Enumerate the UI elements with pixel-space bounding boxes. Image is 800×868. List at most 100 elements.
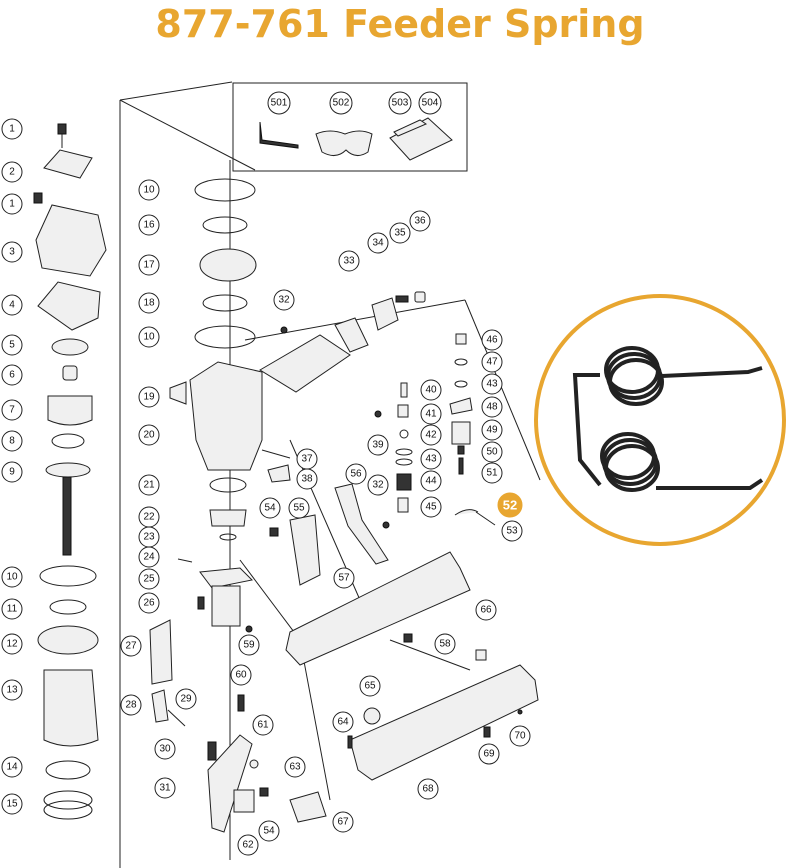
- knob-icon: [363, 707, 381, 725]
- svg-text:46: 46: [486, 335, 498, 346]
- guide-icon: [233, 789, 255, 813]
- handle-icon: [259, 334, 351, 393]
- callout-13: 13: [1, 679, 23, 701]
- callout-41: 41: [420, 403, 442, 425]
- latch-icon: [289, 791, 327, 823]
- callout-32: 32: [273, 289, 295, 311]
- callout-7: 7: [1, 399, 23, 421]
- o-ring-icon: [454, 358, 468, 366]
- trigger-plate-icon: [169, 381, 187, 405]
- svg-text:29: 29: [180, 694, 192, 705]
- svg-text:43: 43: [486, 379, 498, 390]
- svg-text:60: 60: [235, 670, 247, 681]
- callout-30: 30: [154, 738, 176, 760]
- spring-coil-icon: [604, 444, 660, 492]
- svg-text:56: 56: [350, 469, 362, 480]
- feeder-spring-zoom-view: [534, 294, 786, 546]
- o-ring-icon: [45, 760, 91, 780]
- svg-text:44: 44: [425, 476, 437, 487]
- magazine-icon: [285, 551, 471, 666]
- callout-10: 10: [1, 566, 23, 588]
- callout-26: 26: [138, 592, 160, 614]
- callout-14: 14: [1, 756, 23, 778]
- callout-58: 58: [434, 633, 456, 655]
- callout-25: 25: [138, 568, 160, 590]
- callout-46: 46: [481, 329, 503, 351]
- o-ring-icon: [49, 599, 87, 615]
- callout-502: 502: [329, 91, 353, 115]
- callout-5: 5: [1, 334, 23, 356]
- callout-20: 20: [138, 424, 160, 446]
- svg-text:33: 33: [343, 256, 355, 267]
- callout-48: 48: [481, 396, 503, 418]
- page-title: 877-761 Feeder Spring: [155, 2, 645, 46]
- svg-text:65: 65: [364, 681, 376, 692]
- svg-text:32: 32: [372, 480, 384, 491]
- svg-text:17: 17: [143, 260, 155, 271]
- svg-text:47: 47: [486, 357, 498, 368]
- screw-icon: [374, 410, 382, 418]
- callout-10: 10: [138, 326, 160, 348]
- callout-32: 32: [367, 474, 389, 496]
- gasket-icon: [37, 281, 101, 331]
- callout-1: 1: [1, 193, 23, 215]
- svg-text:54: 54: [263, 826, 275, 837]
- callout-54: 54: [259, 497, 281, 519]
- zoom-circle: [534, 294, 786, 546]
- callout-38: 38: [296, 468, 318, 490]
- callout-69: 69: [478, 743, 500, 765]
- svg-text:25: 25: [143, 574, 155, 585]
- callout-57: 57: [333, 567, 355, 589]
- o-ring-icon: [399, 429, 409, 439]
- valve-piston-icon: [451, 421, 471, 445]
- callout-60: 60: [230, 664, 252, 686]
- callout-70: 70: [509, 725, 531, 747]
- callout-44: 44: [420, 470, 442, 492]
- screw-icon: [259, 787, 269, 797]
- svg-text:62: 62: [242, 840, 254, 851]
- screw-icon: [382, 521, 390, 529]
- svg-text:14: 14: [6, 762, 18, 773]
- svg-text:20: 20: [143, 430, 155, 441]
- feeder-spring-icon: [454, 509, 479, 516]
- svg-text:1: 1: [9, 199, 15, 210]
- svg-text:38: 38: [301, 474, 313, 485]
- callout-43: 43: [481, 373, 503, 395]
- body-housing-icon: [189, 361, 263, 471]
- svg-text:67: 67: [337, 817, 349, 828]
- cap-icon: [455, 333, 467, 345]
- cap-plate-icon: [43, 149, 93, 179]
- callout-9: 9: [1, 461, 23, 483]
- svg-text:30: 30: [159, 744, 171, 755]
- svg-text:7: 7: [9, 405, 15, 416]
- callout-40: 40: [420, 379, 442, 401]
- callout-16: 16: [138, 214, 160, 236]
- svg-text:18: 18: [143, 298, 155, 309]
- screw-icon: [57, 123, 67, 135]
- spring-icon: [43, 800, 93, 820]
- svg-text:69: 69: [483, 749, 495, 760]
- callout-63: 63: [284, 756, 306, 778]
- callout-62: 62: [237, 834, 259, 856]
- callout-18: 18: [138, 292, 160, 314]
- svg-text:55: 55: [293, 503, 305, 514]
- screw-icon: [280, 326, 288, 334]
- callout-65: 65: [359, 675, 381, 697]
- callout-17: 17: [138, 254, 160, 276]
- svg-text:11: 11: [7, 604, 18, 615]
- callout-34: 34: [367, 232, 389, 254]
- adjuster-icon: [207, 734, 253, 833]
- nose-bushing-icon: [209, 509, 247, 527]
- svg-text:61: 61: [257, 720, 269, 731]
- magazine-cover-icon: [349, 664, 539, 781]
- svg-text:49: 49: [486, 425, 498, 436]
- contact-arm-icon: [149, 619, 173, 685]
- spring-icon: [396, 473, 412, 491]
- plug-icon: [414, 291, 426, 303]
- screw-icon: [245, 625, 253, 633]
- screw-icon: [197, 596, 205, 610]
- svg-text:45: 45: [425, 502, 437, 513]
- spring-leg-icon: [572, 373, 602, 487]
- callout-59: 59: [238, 634, 260, 656]
